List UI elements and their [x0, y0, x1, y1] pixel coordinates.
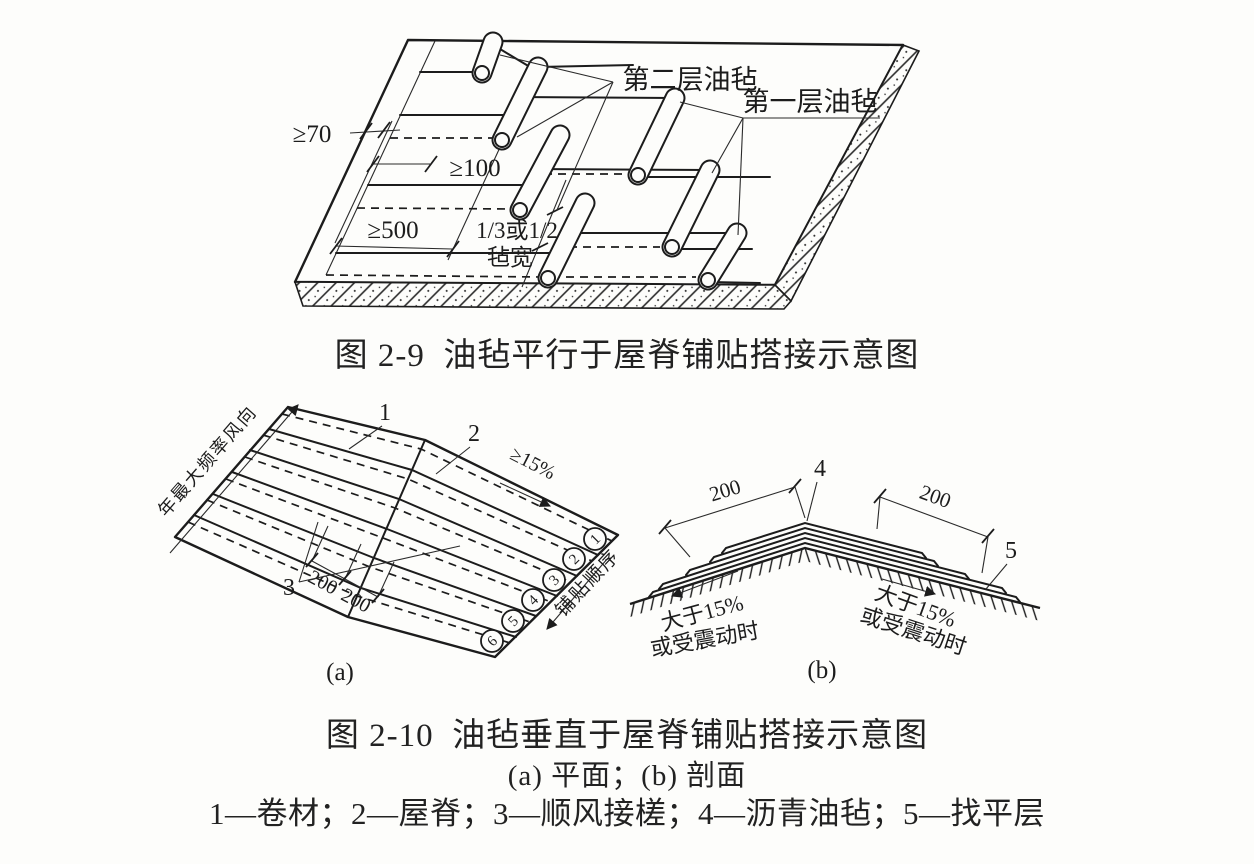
screed-base — [629, 546, 1041, 621]
ref-3-leader — [298, 521, 319, 583]
figure-2-10-caption: 图 2-10 油毡垂直于屋脊铺贴搭接示意图 — [325, 718, 929, 754]
felt-roll — [627, 87, 686, 186]
felt-roll — [509, 124, 571, 221]
plan-sub-label: (a) — [326, 659, 354, 686]
ref-2-label: 2 — [468, 421, 480, 447]
dim-500-label: ≥500 — [367, 217, 418, 244]
section-dim-right-label: 200 — [916, 480, 954, 513]
ref-5-leader — [985, 563, 1008, 590]
right-slope-arrow — [881, 578, 937, 597]
figure-2-10-plan-drawing: 年最大频率风向 ≥15% 200 200 1 2 3 1 2 3 4 — [154, 400, 624, 686]
felt-layer-lines — [648, 521, 1021, 603]
felt-roll — [471, 31, 504, 84]
slab-right-edge-hatch — [774, 44, 921, 303]
section-sub-label: (b) — [807, 657, 836, 684]
ref-4-leader — [806, 481, 818, 522]
slab-front-edge-hatch — [293, 281, 793, 310]
section-dim-left-label: 200 — [706, 474, 743, 506]
slope-label: ≥15% — [507, 443, 559, 484]
first-layer-label: 第一层油毡 — [743, 87, 878, 117]
left-slope-arrow — [670, 570, 739, 598]
section-dim-left — [658, 478, 806, 558]
felt-roll — [491, 56, 549, 151]
figure-2-10-section-drawing: 200 200 4 5 大于15% 或受震动时 大于15% 或受震动时 (b) — [629, 456, 1041, 684]
felt-sheets-second-layer — [325, 48, 551, 278]
laying-order-numbers: 1 2 3 4 5 6 — [480, 527, 607, 653]
wind-direction-arrow — [169, 404, 299, 554]
felt-roll — [697, 222, 748, 291]
ref-1-label: 1 — [379, 400, 391, 426]
laying-order-arrow — [546, 557, 609, 630]
slope-arrow — [499, 482, 551, 507]
figure-2-9-caption: 图 2-9 油毡平行于屋脊铺贴搭接示意图 — [334, 338, 920, 374]
dim-70-label: ≥70 — [293, 121, 332, 148]
felt-width-label-line1: 1/3或1/2 — [476, 218, 558, 243]
ref-2-leader — [435, 446, 471, 475]
base-hatch-right — [805, 548, 1040, 621]
section-dim-right — [873, 488, 995, 574]
leader-lines — [499, 54, 880, 236]
felt-width-label-line2: 毡宽 — [487, 245, 533, 270]
wind-direction-label: 年最大频率风向 — [154, 402, 261, 521]
felt-roll — [537, 192, 596, 289]
dim-100-label: ≥100 — [449, 155, 500, 182]
plan-dimension-200 — [305, 525, 395, 604]
dimensions — [329, 121, 564, 258]
ref-3-label: 3 — [283, 575, 295, 601]
base-hatch-left — [630, 548, 805, 617]
ref-3-leader — [298, 545, 461, 583]
ref-5-label: 5 — [1005, 538, 1017, 564]
seam-lines — [325, 40, 567, 288]
felt-rolls — [471, 31, 748, 291]
ref-4-label: 4 — [814, 456, 826, 482]
figure-2-10-legend: 1—卷材；2—屋脊；3—顺风接槎；4—沥青油毡；5—找平层 — [209, 796, 1045, 831]
roof-slab — [293, 38, 921, 310]
plan-dim-a-label: 200 — [304, 566, 341, 600]
figure-2-9-drawing: 第二层油毡 第一层油毡 ≥70 ≥100 ≥500 1/3或1/2 毡宽 — [293, 31, 921, 310]
felt-roll — [661, 159, 721, 258]
second-layer-label: 第二层油毡 — [623, 65, 758, 95]
ref-1-leader — [348, 425, 383, 450]
overlap-dashed-lines — [187, 413, 613, 644]
figure-2-10-subcaption: (a) 平面；(b) 剖面 — [507, 760, 747, 792]
